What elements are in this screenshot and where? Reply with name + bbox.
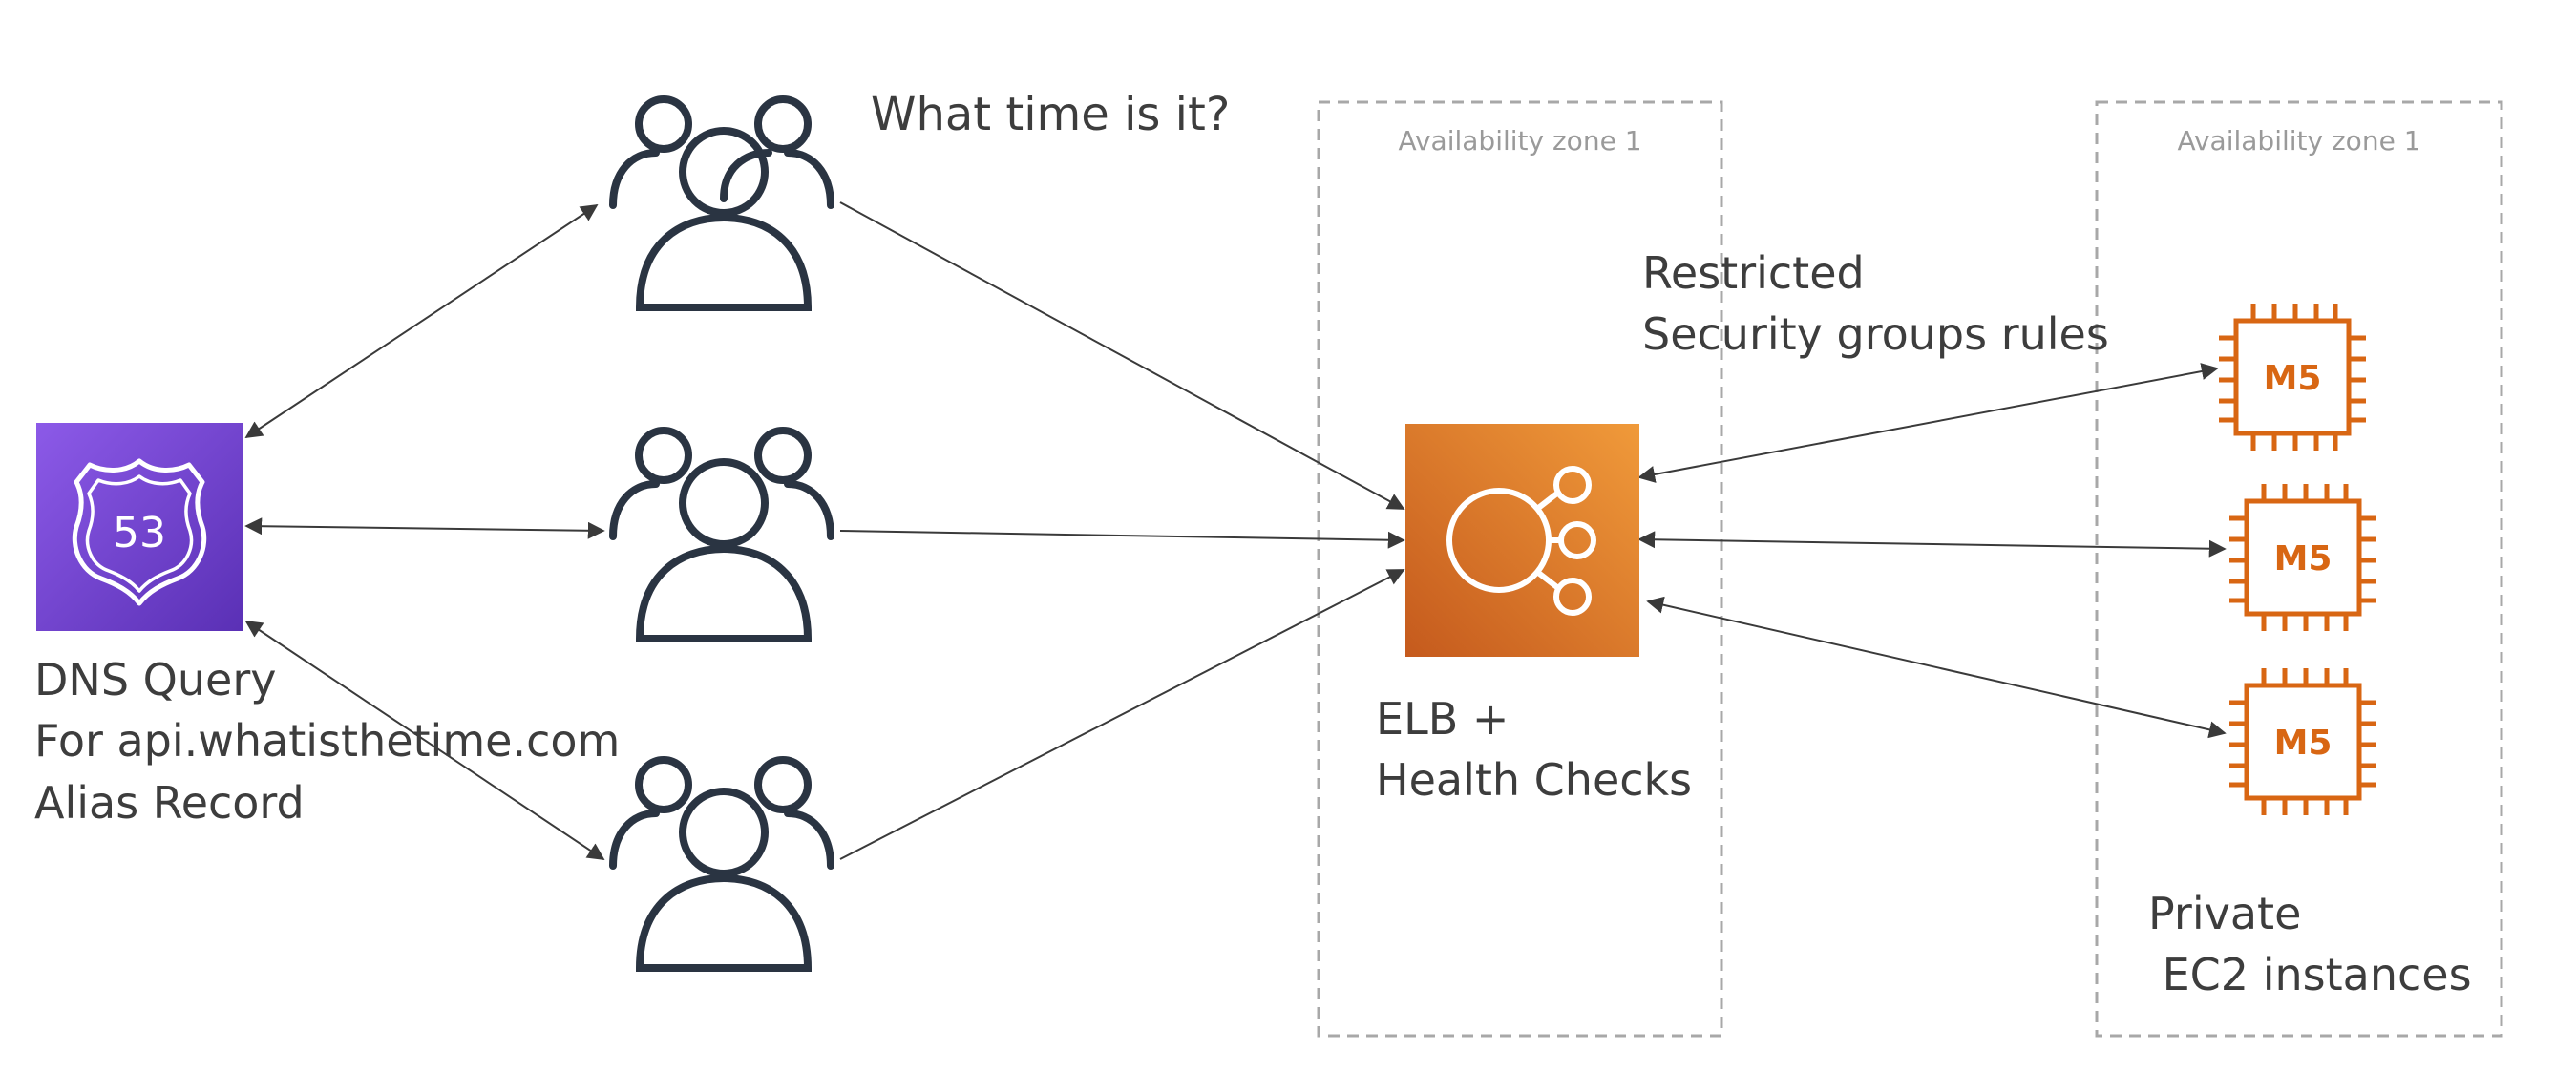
users-3-to-elb-arrow — [839, 569, 1405, 860]
ec2-label: Private EC2 instances — [2148, 888, 2472, 1000]
users-group-icon — [609, 756, 834, 972]
availability-zone-1: Availability zone 1 — [1317, 100, 1723, 1038]
ec2-label-line: Private — [2148, 888, 2301, 939]
ec2-chip-label: M5 — [2274, 539, 2333, 579]
users-1-to-elb-arrow — [839, 201, 1405, 510]
elb-to-ec2-2-arrow — [1637, 531, 2227, 558]
users-2-to-elb-arrow — [839, 530, 1405, 549]
connectors — [244, 201, 2227, 860]
zone-label: Availability zone 1 — [2177, 125, 2420, 157]
dns-to-users-1-arrow — [244, 204, 599, 438]
elb-to-ec2-1-arrow — [1637, 363, 2219, 483]
ec2-instance: M5 — [2229, 668, 2376, 815]
route53-shield-icon — [72, 458, 207, 606]
security-note: Restricted Security groups rules — [1642, 247, 2109, 360]
dns-to-users-2-arrow — [244, 517, 605, 539]
question-label: What time is it? — [871, 88, 1230, 141]
security-note-line: Security groups rules — [1642, 308, 2109, 360]
elb-label-line: ELB + — [1376, 693, 1509, 745]
users-group-icon — [609, 427, 834, 642]
ec2-chip-label: M5 — [2274, 724, 2333, 763]
ec2-label-line: EC2 instances — [2148, 949, 2472, 1000]
route53-number: 53 — [113, 509, 166, 558]
elb-service — [1405, 424, 1639, 657]
route53-label-line: DNS Query — [34, 654, 276, 705]
elb-label-line: Health Checks — [1376, 754, 1692, 806]
ec2-instance: M5 — [2229, 484, 2376, 631]
elb-label: ELB + Health Checks — [1376, 693, 1692, 806]
ec2-chip-icon — [2229, 668, 2376, 815]
ec2-chip-icon — [2229, 484, 2376, 631]
ec2-chip-label: M5 — [2264, 359, 2322, 398]
ec2-instance: M5 — [2219, 304, 2366, 451]
security-note-line: Restricted — [1642, 247, 1865, 299]
route53-label-line: For api.whatisthetime.com — [34, 715, 620, 767]
route53-label: DNS Query For api.whatisthetime.com Alia… — [34, 654, 620, 829]
zone-label: Availability zone 1 — [1398, 125, 1641, 157]
ec2-chip-icon — [2219, 304, 2366, 451]
route53-service: 53 — [36, 423, 243, 631]
users-group-icon — [609, 95, 834, 311]
elb-to-ec2-3-arrow — [1646, 596, 2227, 739]
dns-to-users-3-arrow — [244, 621, 605, 860]
route53-label-line: Alias Record — [34, 777, 305, 829]
availability-zone-2: Availability zone 1 — [2095, 100, 2503, 1038]
load-balancer-icon — [1446, 466, 1596, 616]
